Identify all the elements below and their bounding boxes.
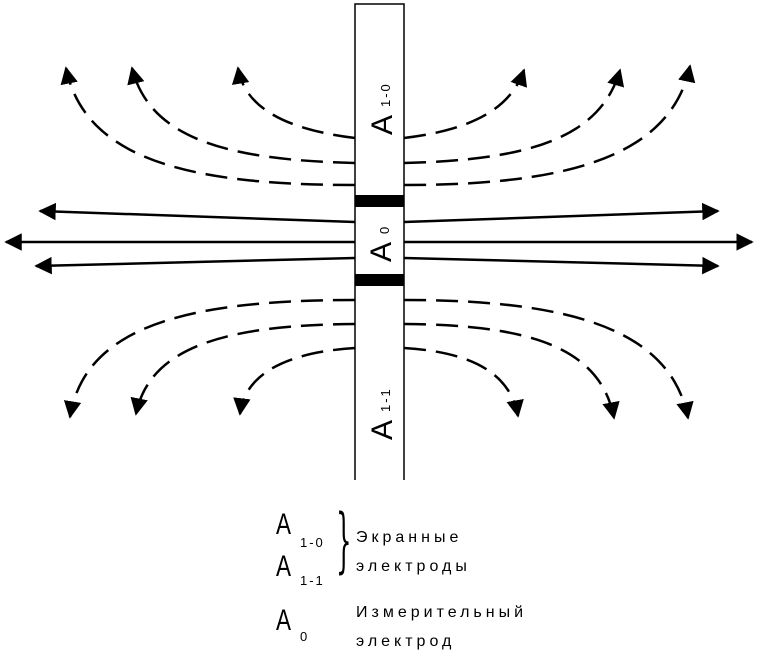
electrode-label-lower: A 1-1: [366, 387, 399, 440]
legend-subscript-screen-lower: 1-1: [300, 573, 325, 588]
focused-current-lines: [4, 202, 754, 275]
current-lines-diagram: A 1-0 A 0 A 1-1: [4, 3, 754, 480]
electrode-label-upper: A 1-0: [366, 82, 399, 135]
legend-subscript-screen-upper: 1-0: [300, 535, 325, 550]
legend-subscript-measure: 0: [300, 629, 310, 644]
legend-measure-desc-line1: Измерительный: [356, 604, 528, 621]
legend-symbol-screen-upper: A: [276, 508, 292, 541]
legend-screen-desc-line2: электроды: [356, 558, 471, 575]
insulator-lower: [355, 274, 404, 286]
electrode-label-center: A 0: [365, 227, 398, 262]
svg-text:A: A: [365, 242, 398, 262]
insulator-upper: [355, 195, 404, 207]
screen-current-lines-upper: [60, 64, 696, 187]
svg-text:A: A: [366, 420, 399, 440]
screen-current-lines-lower: [63, 298, 694, 420]
legend-brace: }: [336, 499, 352, 581]
legend-symbol-measure: A: [276, 604, 292, 637]
legend-screen-desc-line1: Экранные: [356, 529, 463, 546]
legend-symbol-screen-lower: A: [276, 550, 292, 583]
svg-text:0: 0: [377, 227, 392, 234]
legend-measure-desc-line2: электрод: [356, 633, 456, 650]
probe-body: [354, 3, 405, 480]
svg-text:1-1: 1-1: [378, 387, 393, 412]
svg-text:1-0: 1-0: [378, 82, 393, 107]
svg-text:A: A: [366, 115, 399, 135]
